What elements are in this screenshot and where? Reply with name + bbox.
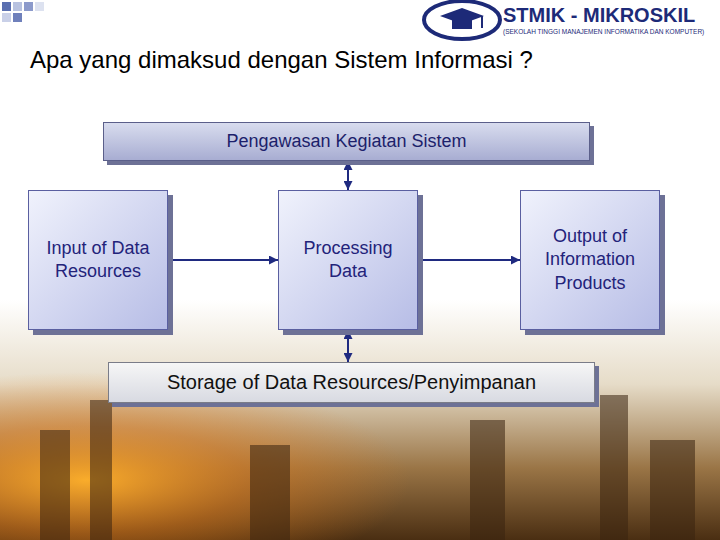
corner-squares: [2, 2, 44, 22]
skyline: [40, 395, 695, 540]
process-box: Storage of Data Resources/Penyimpanan: [108, 362, 595, 403]
box-text: Output of Information Products: [531, 225, 649, 295]
box-text: Storage of Data Resources/Penyimpanan: [167, 371, 536, 394]
logo-name: STMIK - MIKROSKIL: [503, 4, 695, 27]
logo-subtitle: (SEKOLAH TINGGI MANAJEMEN INFORMATIKA DA…: [503, 28, 704, 35]
flow-arrow: [347, 330, 349, 362]
city-photo: [0, 300, 720, 540]
flow-arrow: [347, 161, 349, 190]
flow-arrow: [418, 259, 520, 261]
box-text: Pengawasan Kegiatan Sistem: [226, 131, 466, 152]
slide-title: Apa yang dimaksud dengan Sistem Informas…: [30, 46, 533, 74]
box-text: Processing Data: [289, 237, 407, 284]
box-text: Input of Data Resources: [39, 237, 157, 284]
process-box: Input of Data Resources: [28, 190, 168, 330]
sunset-glow: [0, 300, 720, 540]
graduation-cap-icon: [424, 1, 500, 39]
process-box: Output of Information Products: [520, 190, 660, 330]
process-box: Pengawasan Kegiatan Sistem: [103, 122, 590, 161]
flow-arrow: [168, 259, 278, 261]
process-box: Processing Data: [278, 190, 418, 330]
